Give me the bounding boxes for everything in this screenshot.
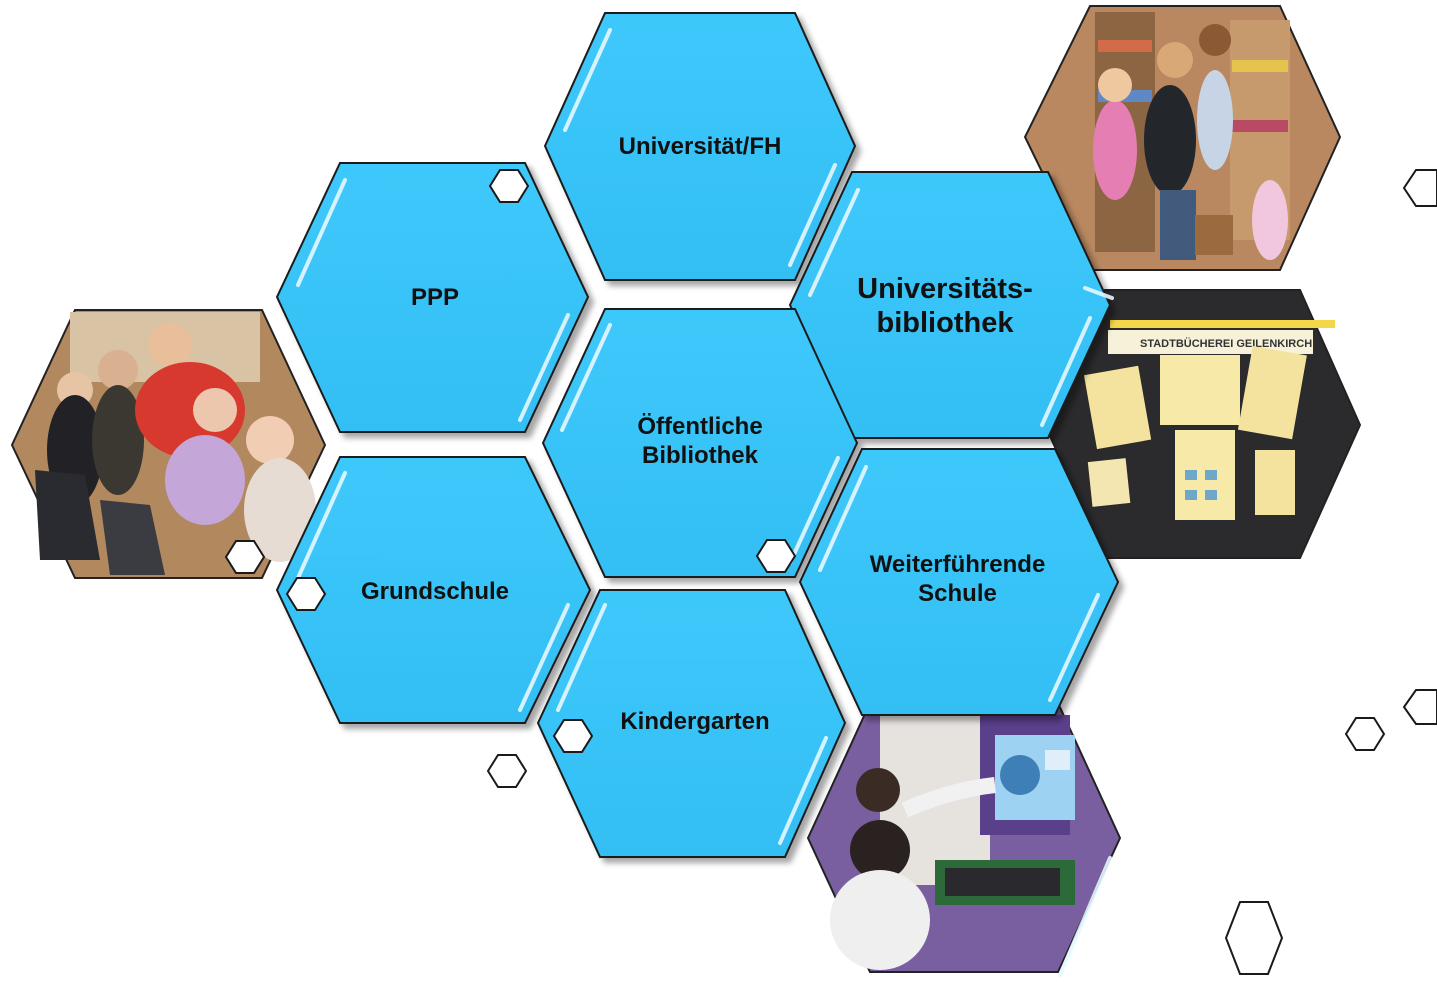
small-hexagon-icon xyxy=(1402,689,1437,725)
hexagon-weiterfuehrende-schule[interactable] xyxy=(798,448,1120,716)
hexagon-universitaet-fh[interactable] xyxy=(543,12,857,281)
small-hexagon-icon xyxy=(486,754,528,788)
label-universitaetsbibliothek: Universitäts- bibliothek xyxy=(857,273,1033,340)
photo-adults-laptops xyxy=(10,309,327,579)
hexagon-ppp[interactable] xyxy=(275,162,590,433)
small-hexagon-icon xyxy=(224,540,266,574)
small-hexagon-icon xyxy=(1344,717,1386,751)
hexagon-kindergarten[interactable] xyxy=(536,589,847,858)
photo-child-computer xyxy=(806,702,1122,973)
small-hexagon-icon xyxy=(552,719,594,753)
photo-library-children xyxy=(1023,5,1342,271)
small-hexagon-icon xyxy=(488,169,530,203)
gloss-highlights xyxy=(296,28,1114,977)
hexagon-oeffentliche-bibliothek[interactable] xyxy=(541,308,859,578)
hexagon-universitaetsbibliothek[interactable] xyxy=(788,171,1112,439)
small-hexagon-icon xyxy=(285,577,327,611)
label-grundschule: Grundschule xyxy=(360,578,510,605)
label-weiterfuehrende-schule: Weiterführende Schule xyxy=(869,551,1046,608)
label-oeffentliche-bibliothek: Öffentliche Bibliothek xyxy=(637,413,763,470)
small-hexagon-icon xyxy=(755,539,797,573)
poster-header-text: STADTBÜCHEREI GEILENKIRCH xyxy=(1140,337,1312,350)
photo-library-poster-board: STADTBÜCHEREI GEILENKIRCH xyxy=(1043,289,1362,559)
label-ppp: PPP xyxy=(410,284,460,311)
hexagon-grundschule[interactable] xyxy=(275,456,592,724)
label-kindergarten: Kindergarten xyxy=(620,708,770,735)
small-hexagon-icon xyxy=(1224,901,1284,975)
label-universitaet-fh: Universität/FH xyxy=(618,133,782,160)
small-hexagon-icon xyxy=(1402,169,1437,207)
